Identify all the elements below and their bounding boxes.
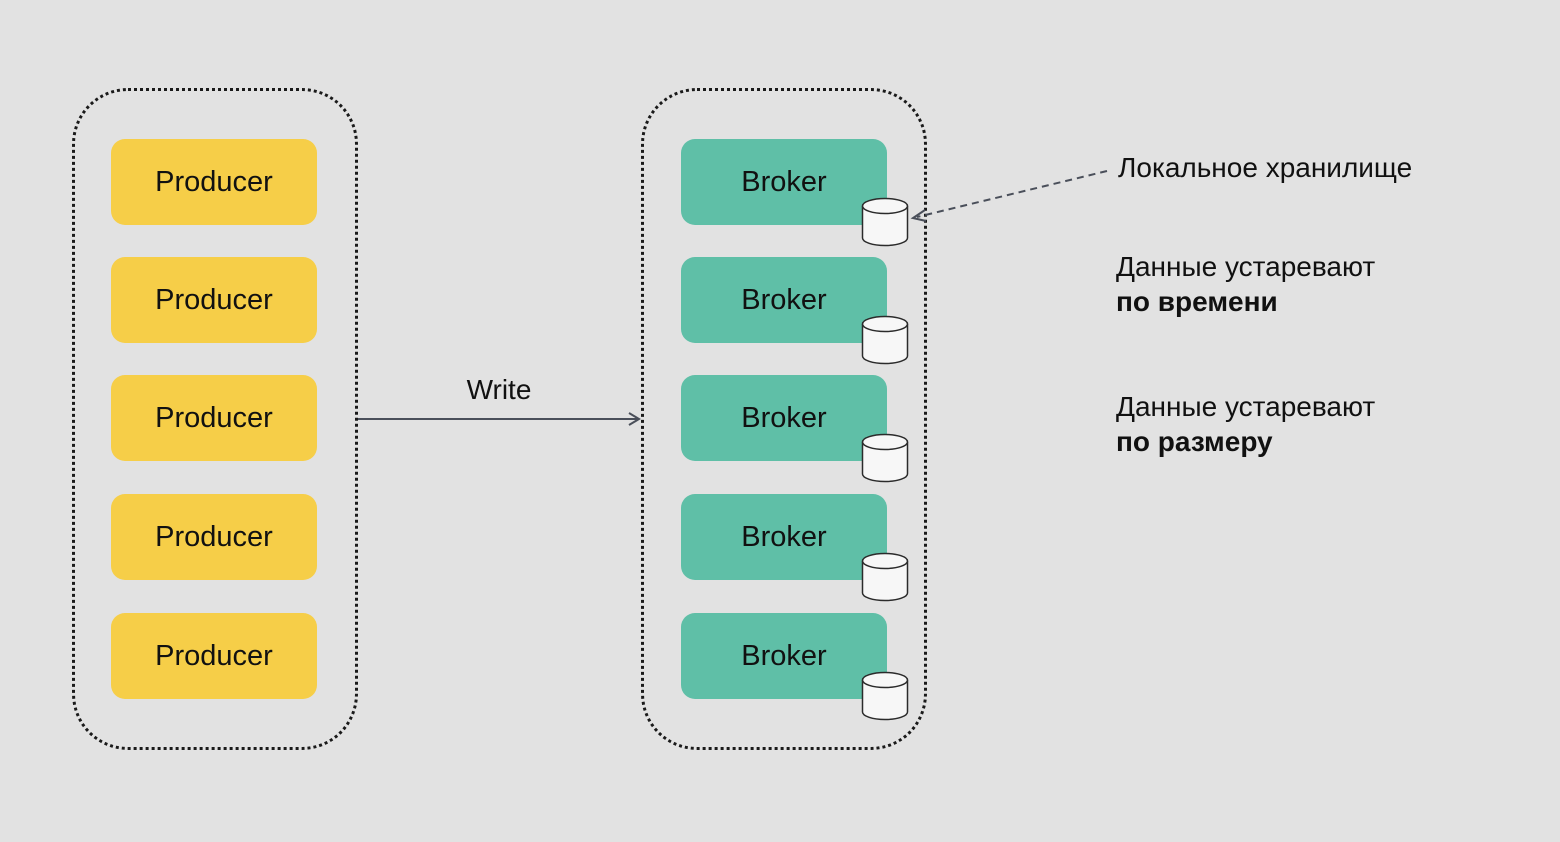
retention-time-note: Данные устаревают по времени (1116, 249, 1375, 319)
producer-label: Producer (155, 165, 273, 198)
producer-label: Producer (155, 283, 273, 316)
brokers-group (641, 88, 927, 750)
retention-note-text: Данные устаревают (1116, 251, 1376, 282)
retention-note-emphasis: по размеру (1116, 426, 1273, 457)
producer-label: Producer (155, 401, 273, 434)
broker-label: Broker (741, 283, 827, 316)
producer-node: Producer (111, 257, 317, 343)
producer-node: Producer (111, 375, 317, 461)
producer-node: Producer (111, 139, 317, 225)
retention-note-emphasis: по времени (1116, 286, 1278, 317)
producer-node: Producer (111, 613, 317, 699)
local-storage-label: Локальное хранилище (1118, 152, 1413, 183)
producer-label: Producer (155, 520, 273, 553)
database-cylinder-icon (861, 433, 909, 483)
broker-node: Broker (681, 613, 887, 699)
broker-node: Broker (681, 139, 887, 225)
database-cylinder-icon (861, 315, 909, 365)
database-cylinder-icon (861, 552, 909, 602)
broker-node: Broker (681, 375, 887, 461)
broker-node: Broker (681, 494, 887, 580)
database-cylinder-icon (861, 197, 909, 247)
producer-node: Producer (111, 494, 317, 580)
write-arrow (358, 412, 641, 426)
broker-label: Broker (741, 401, 827, 434)
write-label: Write (466, 374, 532, 405)
broker-label: Broker (741, 165, 827, 198)
storage-pointer-arrow (910, 170, 1108, 222)
producers-group (72, 88, 358, 750)
broker-label: Broker (741, 520, 827, 553)
broker-label: Broker (741, 639, 827, 672)
retention-note-text: Данные устаревают (1116, 391, 1376, 422)
producer-label: Producer (155, 639, 273, 672)
retention-size-note: Данные устаревают по размеру (1116, 389, 1375, 459)
database-cylinder-icon (861, 671, 909, 721)
broker-node: Broker (681, 257, 887, 343)
